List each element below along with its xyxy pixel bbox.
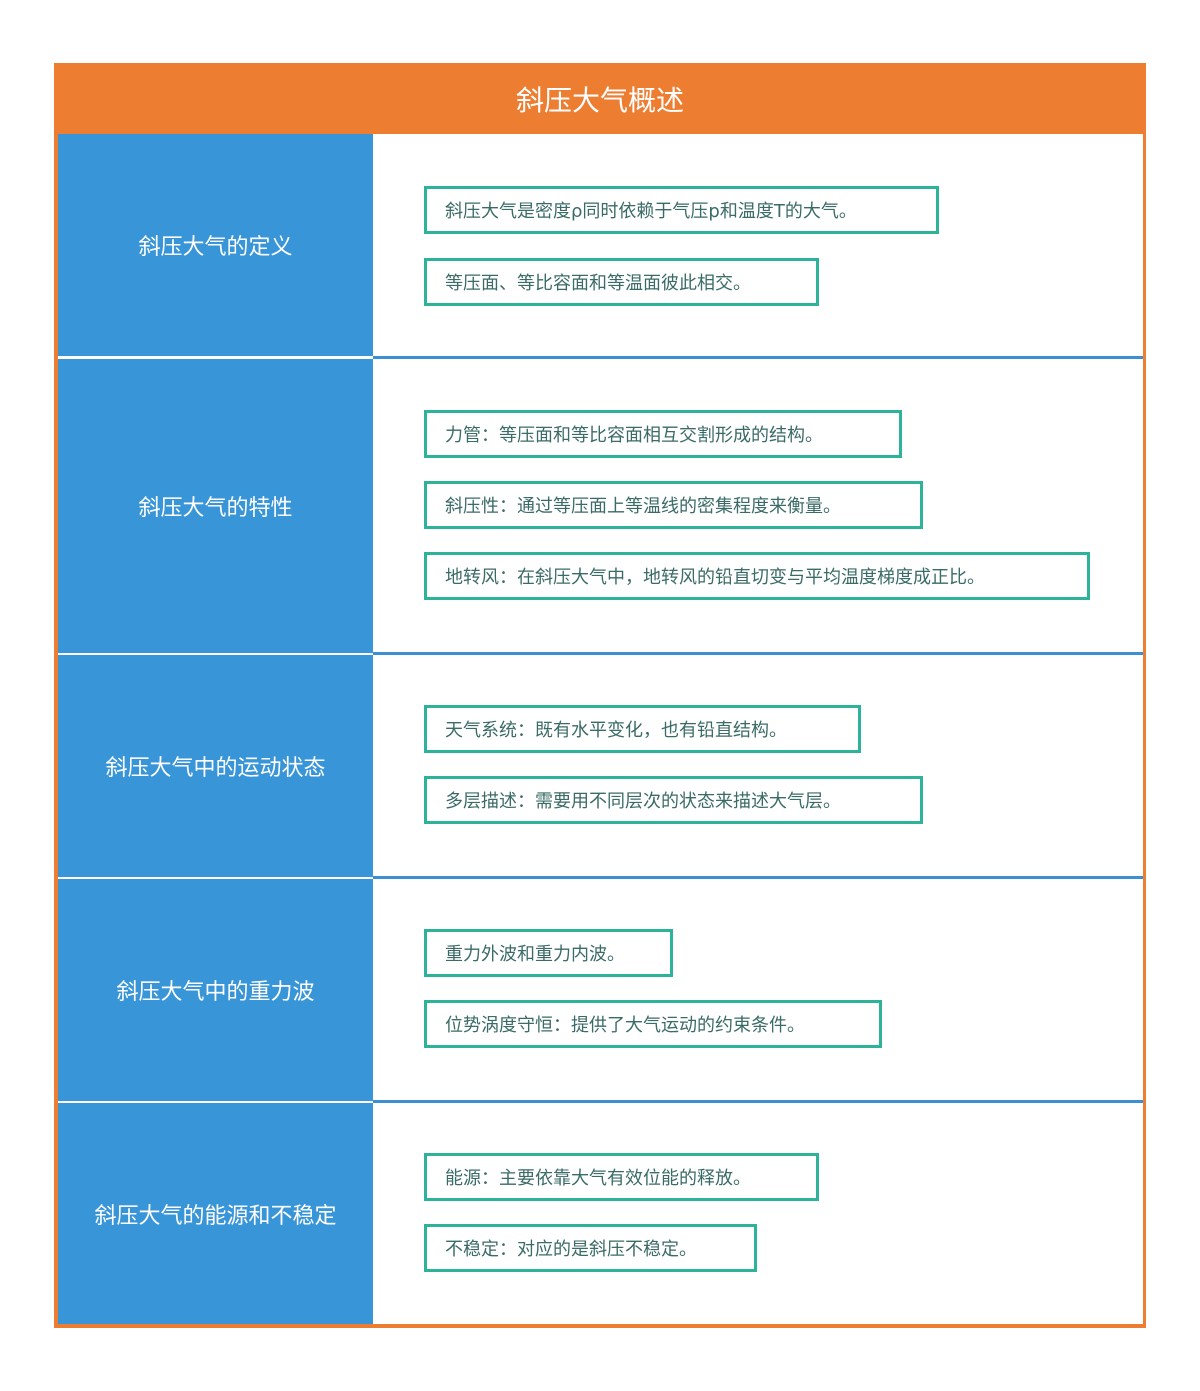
section-label: 斜压大气中的运动状态 bbox=[58, 655, 373, 877]
content-item: 斜压性：通过等压面上等温线的密集程度来衡量。 bbox=[424, 481, 923, 529]
row-divider bbox=[373, 356, 1143, 359]
section-content: 斜压大气是密度ρ同时依赖于气压p和温度T的大气。 等压面、等比容面和等温面彼此相… bbox=[373, 134, 1143, 356]
section-label: 斜压大气中的重力波 bbox=[58, 879, 373, 1101]
content-item: 位势涡度守恒：提供了大气运动的约束条件。 bbox=[424, 1000, 882, 1048]
section-label: 斜压大气的特性 bbox=[58, 359, 373, 653]
content-item: 天气系统：既有水平变化，也有铅直结构。 bbox=[424, 705, 861, 753]
content-item: 力管：等压面和等比容面相互交割形成的结构。 bbox=[424, 410, 902, 458]
content-item: 多层描述：需要用不同层次的状态来描述大气层。 bbox=[424, 776, 923, 824]
diagram-title: 斜压大气概述 bbox=[515, 83, 684, 117]
section-content: 力管：等压面和等比容面相互交割形成的结构。 斜压性：通过等压面上等温线的密集程度… bbox=[373, 359, 1143, 653]
section-content: 能源：主要依靠大气有效位能的释放。 不稳定：对应的是斜压不稳定。 bbox=[373, 1103, 1143, 1324]
row-divider bbox=[373, 876, 1143, 879]
diagram-body: 斜压大气的定义 斜压大气是密度ρ同时依赖于气压p和温度T的大气。 等压面、等比容… bbox=[58, 134, 1143, 1324]
content-item: 重力外波和重力内波。 bbox=[424, 929, 673, 977]
overview-diagram: 斜压大气概述 斜压大气的定义 斜压大气是密度ρ同时依赖于气压p和温度T的大气。 … bbox=[54, 63, 1146, 1328]
section-properties: 斜压大气的特性 力管：等压面和等比容面相互交割形成的结构。 斜压性：通过等压面上… bbox=[58, 359, 1143, 653]
content-item: 地转风：在斜压大气中，地转风的铅直切变与平均温度梯度成正比。 bbox=[424, 552, 1090, 600]
section-content: 天气系统：既有水平变化，也有铅直结构。 多层描述：需要用不同层次的状态来描述大气… bbox=[373, 655, 1143, 877]
section-gravity-waves: 斜压大气中的重力波 重力外波和重力内波。 位势涡度守恒：提供了大气运动的约束条件… bbox=[58, 879, 1143, 1101]
content-item: 不稳定：对应的是斜压不稳定。 bbox=[424, 1224, 757, 1272]
content-item: 等压面、等比容面和等温面彼此相交。 bbox=[424, 258, 819, 306]
row-divider bbox=[373, 1100, 1143, 1103]
section-label: 斜压大气的能源和不稳定 bbox=[58, 1103, 373, 1324]
content-item: 斜压大气是密度ρ同时依赖于气压p和温度T的大气。 bbox=[424, 186, 939, 234]
section-energy-instability: 斜压大气的能源和不稳定 能源：主要依靠大气有效位能的释放。 不稳定：对应的是斜压… bbox=[58, 1103, 1143, 1324]
content-item: 能源：主要依靠大气有效位能的释放。 bbox=[424, 1153, 819, 1201]
section-motion-state: 斜压大气中的运动状态 天气系统：既有水平变化，也有铅直结构。 多层描述：需要用不… bbox=[58, 655, 1143, 877]
row-divider bbox=[373, 652, 1143, 655]
section-definition: 斜压大气的定义 斜压大气是密度ρ同时依赖于气压p和温度T的大气。 等压面、等比容… bbox=[58, 134, 1143, 356]
section-content: 重力外波和重力内波。 位势涡度守恒：提供了大气运动的约束条件。 bbox=[373, 879, 1143, 1101]
section-label: 斜压大气的定义 bbox=[58, 134, 373, 356]
